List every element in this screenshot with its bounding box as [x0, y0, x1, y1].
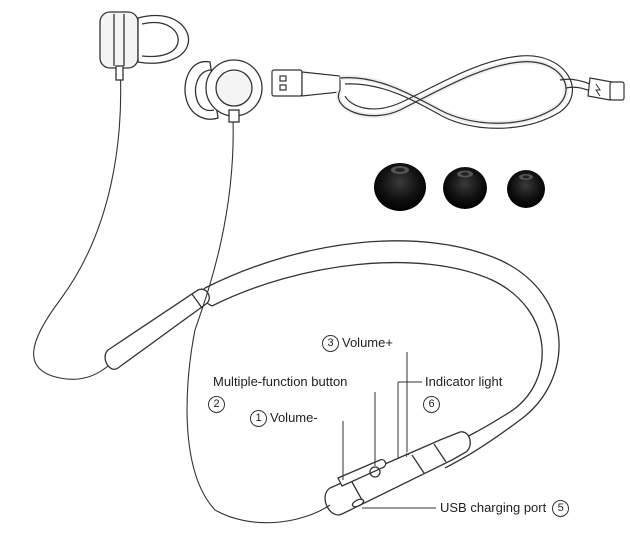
label-number: 1: [250, 410, 267, 428]
label-text: Multiple-function button: [213, 374, 348, 389]
label-usb-port: USB charging port 5: [440, 500, 570, 518]
earbud-cables: [33, 63, 331, 524]
label-multi-function-number: 2: [208, 396, 225, 414]
svg-text:+: +: [404, 450, 409, 460]
label-text: USB charging port: [440, 500, 547, 515]
ear-tip-icon: [374, 163, 545, 211]
label-number: 2: [208, 396, 225, 414]
label-text: Indicator light: [425, 374, 503, 389]
control-pod: · +: [324, 431, 471, 516]
left-pod: [104, 288, 210, 370]
leader-lines: [342, 352, 436, 509]
usb-cable-icon: [271, 55, 625, 129]
label-text: Volume-: [270, 410, 318, 425]
label-number: 6: [423, 396, 440, 414]
label-text: Volume+: [342, 335, 393, 350]
neckband: [201, 240, 560, 469]
label-number: 3: [322, 335, 339, 353]
label-indicator-number: 6: [423, 396, 440, 414]
label-multi-function: Multiple-function button: [213, 374, 347, 390]
label-indicator: Indicator light: [425, 374, 502, 390]
label-number: 5: [552, 500, 570, 518]
left-earbud: [99, 11, 190, 81]
svg-text:·: ·: [398, 453, 401, 462]
right-earbud: [184, 59, 263, 123]
